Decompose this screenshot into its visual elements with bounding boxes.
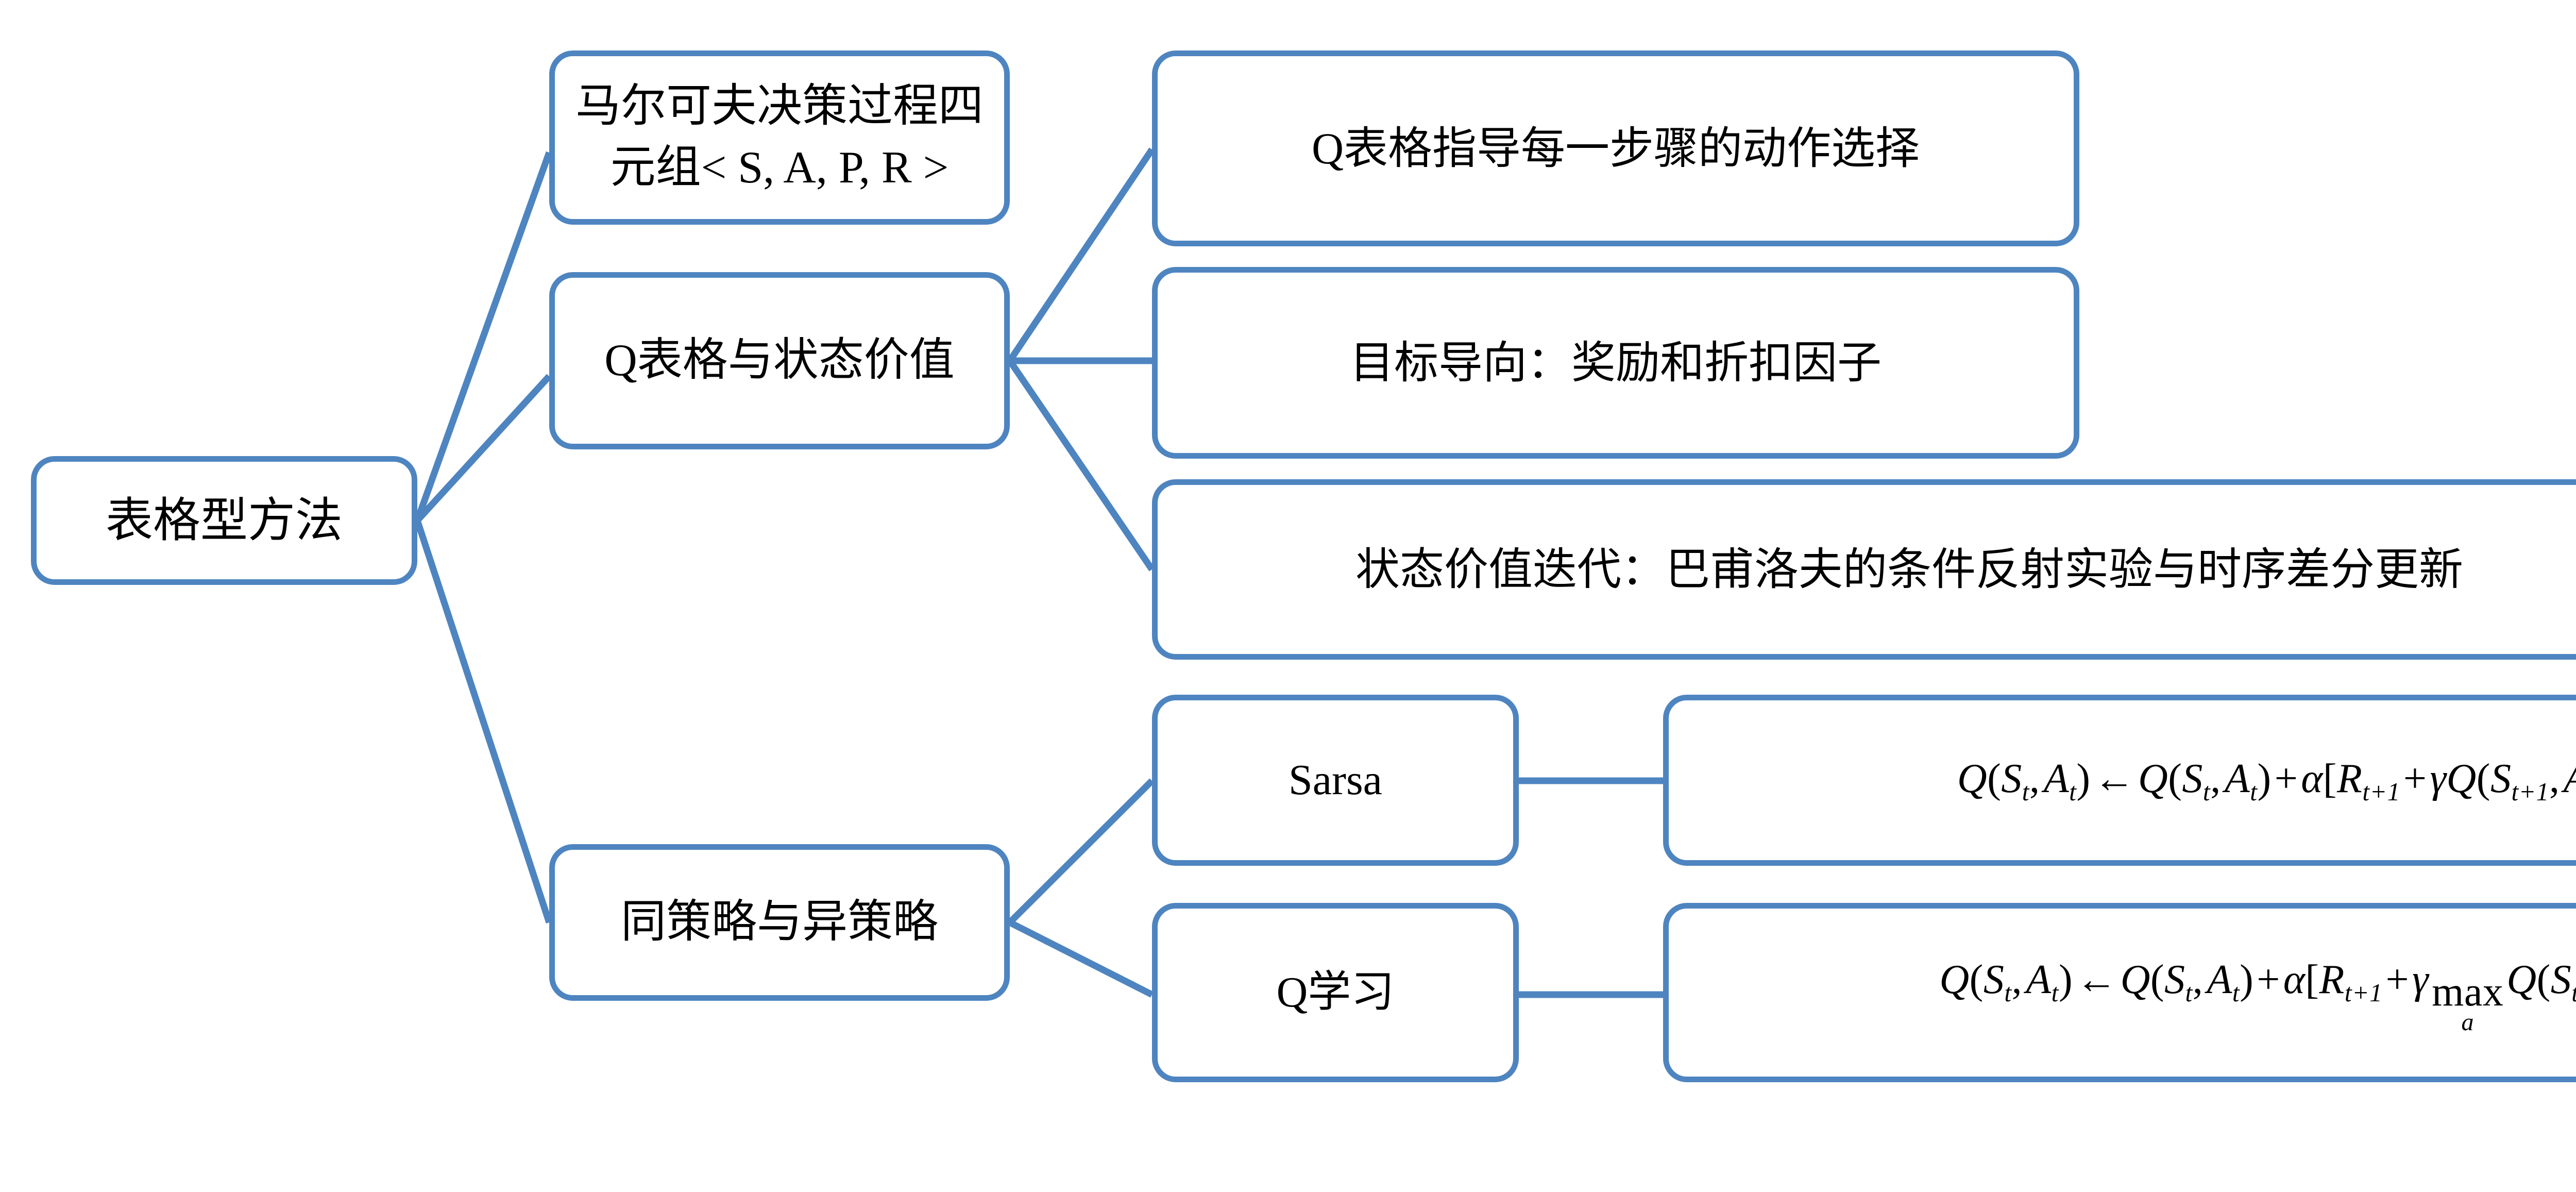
- root-node[interactable]: 表格型方法: [31, 456, 417, 585]
- leaf-node-q-table-action-label: Q表格指导每一步骤的动作选择: [1311, 123, 1920, 173]
- connector-root-to-mdp: [414, 151, 553, 522]
- leaf-node-value-iteration[interactable]: 状态价值迭代：巴甫洛夫的条件反射实验与时序差分更新: [1152, 479, 2576, 660]
- branch-node-q-table[interactable]: Q表格与状态价值: [549, 272, 1010, 449]
- branch-node-on-off-policy[interactable]: 同策略与异策略: [549, 844, 1010, 1001]
- connector-policy-to-q-learning: [1008, 919, 1154, 998]
- connector-q-table-to-value-iteration: [1007, 359, 1155, 572]
- formula-sarsa-expression: Q(St, At)←Q(St, At)+α[Rt+1+γQ(St+1, At+1…: [1957, 756, 2576, 806]
- branch-node-mdp-label: 马尔可夫决策过程四 元组< S, A, P, R >: [575, 81, 984, 193]
- branch-node-q-table-label: Q表格与状态价值: [604, 335, 955, 385]
- formula-node-q-learning[interactable]: Q(St, At)←Q(St, At)+α[Rt+1+γmaxaQ(St+1, …: [1663, 903, 2576, 1082]
- leaf-node-sarsa[interactable]: Sarsa: [1152, 695, 1519, 866]
- connector-root-to-q-table: [415, 374, 552, 523]
- leaf-node-q-table-action[interactable]: Q表格指导每一步骤的动作选择: [1152, 51, 2079, 246]
- formula-node-sarsa[interactable]: Q(St, At)←Q(St, At)+α[Rt+1+γQ(St+1, At+1…: [1663, 695, 2576, 866]
- leaf-node-sarsa-label: Sarsa: [1289, 756, 1382, 804]
- leaf-node-q-learning-label: Q学习: [1276, 968, 1395, 1017]
- branch-node-on-off-policy-label: 同策略与异策略: [620, 897, 938, 947]
- leaf-node-q-learning[interactable]: Q学习: [1152, 903, 1519, 1082]
- branch-node-mdp[interactable]: 马尔可夫决策过程四 元组< S, A, P, R >: [549, 51, 1010, 225]
- leaf-node-goal-oriented-label: 目标导向：奖励和折扣因子: [1350, 338, 1882, 388]
- connector-q-table-to-action: [1007, 147, 1155, 363]
- root-node-label: 表格型方法: [105, 494, 343, 547]
- leaf-node-goal-oriented[interactable]: 目标导向：奖励和折扣因子: [1152, 267, 2079, 459]
- connector-policy-to-sarsa: [1007, 778, 1155, 925]
- leaf-node-value-iteration-label: 状态价值迭代：巴甫洛夫的条件反射实验与时序差分更新: [1355, 544, 2463, 594]
- formula-q-learning-expression: Q(St, At)←Q(St, At)+α[Rt+1+γmaxaQ(St+1, …: [1939, 956, 2576, 1036]
- connector-root-to-on-off-policy: [414, 519, 553, 924]
